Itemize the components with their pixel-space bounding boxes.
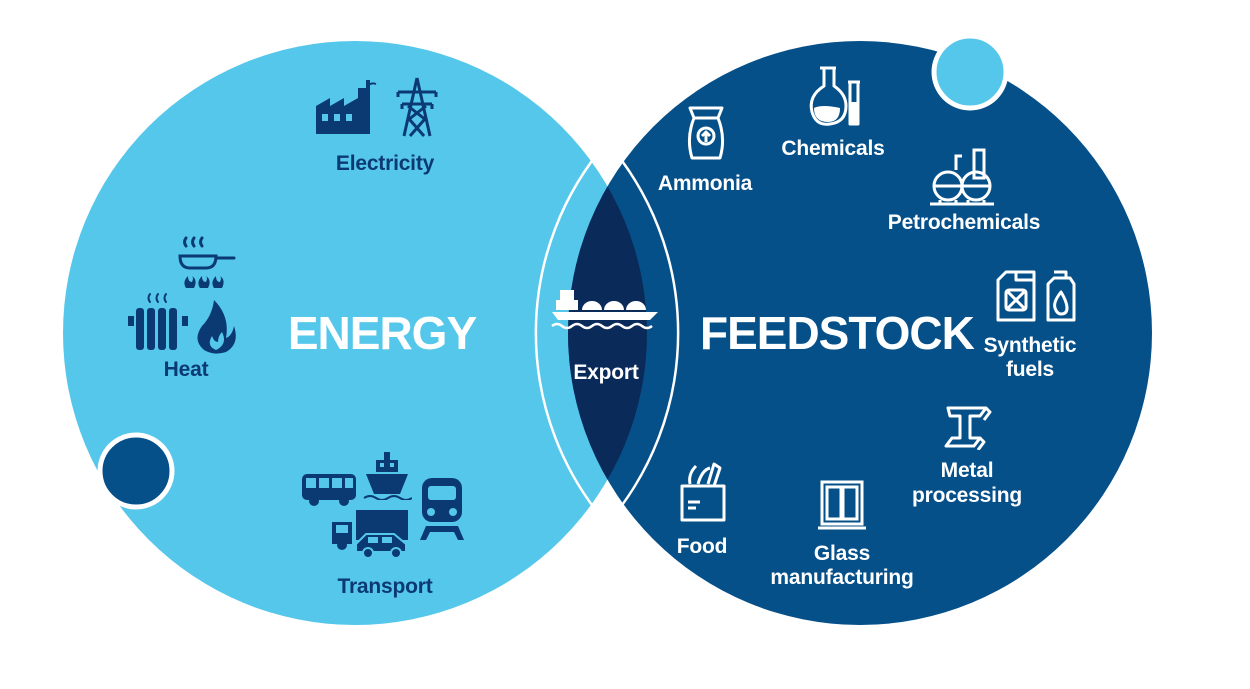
decor-dot-light [931,33,1009,111]
flask-icon [809,66,860,126]
energy-title: ENERGY [287,307,477,359]
flame-icon [197,300,236,354]
fuel-can-icon [996,270,1036,322]
lens-outline [534,140,680,526]
label-chemicals: Chemicals [781,137,885,160]
feedstock-title: FEEDSTOCK [700,307,975,359]
label-ammonia: Ammonia [657,172,753,195]
label-heat: Heat [163,358,209,381]
pylon-icon [396,77,438,137]
grocery-bag-icon [680,462,726,522]
fertilizer-bag-icon [687,106,725,160]
label-transport: Transport [337,575,433,598]
label-export: Export [573,361,639,384]
cooking-pan-icon [178,236,236,288]
car-icon [355,533,407,559]
fuel-drop-icon [1046,270,1076,322]
tanker-ship-icon [551,290,658,330]
label-glass-1: Glass [813,542,871,565]
bus-icon [302,474,356,506]
radiator-icon [128,293,188,350]
label-synthetic-fuels-1: Synthetic [983,334,1077,357]
train-icon [420,478,464,540]
factory-icon [316,80,377,134]
steel-beam-icon [944,406,992,450]
refinery-tanks-icon [930,148,994,206]
label-petrochemicals: Petrochemicals [887,211,1041,234]
window-icon [818,480,866,530]
energy-circle [63,41,647,625]
decor-dot-dark [97,432,175,510]
ship-icon [363,452,412,500]
label-metal-processing-2: processing [911,484,1023,507]
label-food: Food [676,535,728,558]
feedstock-circle [568,41,1152,625]
label-electricity: Electricity [335,152,435,175]
label-metal-processing-1: Metal [940,459,994,482]
label-glass-2: manufacturing [770,566,914,589]
label-synthetic-fuels-2: fuels [1005,358,1054,381]
